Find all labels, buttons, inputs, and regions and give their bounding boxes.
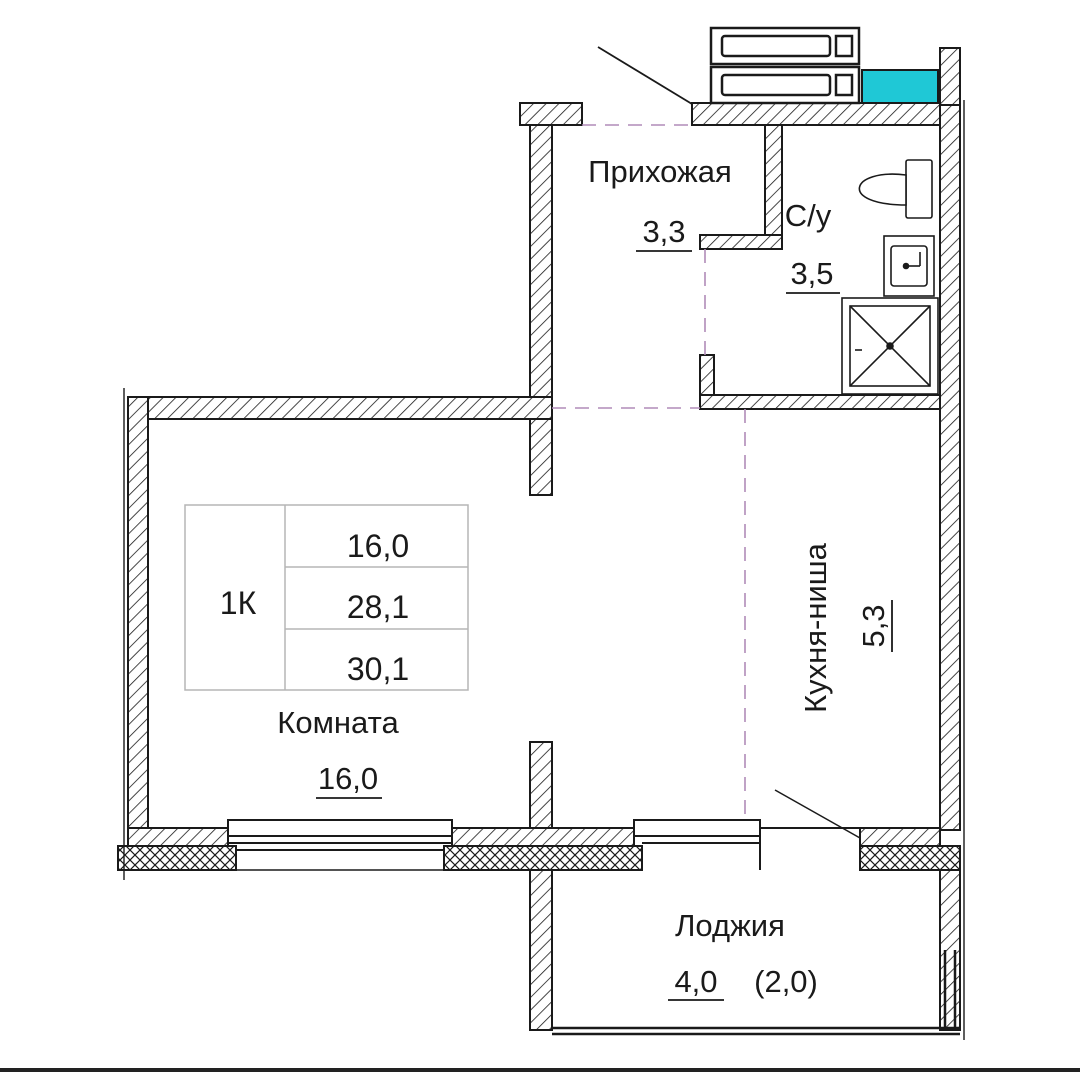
top-right-post <box>939 47 961 106</box>
hallway-area: 3,3 <box>642 214 685 249</box>
loggia-name: Лоджия <box>675 908 785 943</box>
area-summary-table <box>184 504 469 691</box>
radiator-accent <box>861 69 939 104</box>
toilet-icon <box>858 159 933 219</box>
entry-door-swing <box>597 46 693 105</box>
kitchen-area: 5,3 <box>856 604 891 647</box>
zone-boundaries <box>552 124 746 820</box>
room-name: Комната <box>277 705 399 740</box>
room-area: 16,0 <box>318 761 378 796</box>
top-cabinets <box>709 26 861 105</box>
outer-rules <box>118 100 965 1040</box>
loggia-glazing <box>552 950 960 1036</box>
door-swing <box>774 789 861 839</box>
apartment-type: 1К <box>220 585 257 621</box>
bottom-rule <box>0 1068 1080 1072</box>
bathroom-area: 3,5 <box>790 256 833 291</box>
shower-icon <box>841 297 939 395</box>
kitchen-name: Кухня-ниша <box>798 542 833 713</box>
hallway-name: Прихожая <box>588 154 732 189</box>
bathroom-name: С/у <box>785 198 832 233</box>
total-area-value: 28,1 <box>347 589 409 625</box>
living-area-value: 16,0 <box>347 528 409 564</box>
sink-icon <box>883 235 935 297</box>
window-openings <box>227 819 860 870</box>
insulation <box>117 845 961 871</box>
loggia-area-reduced: (2,0) <box>754 964 818 999</box>
total-with-loggia-value: 30,1 <box>347 651 409 687</box>
loggia-area: 4,0 <box>674 964 717 999</box>
walls <box>127 102 961 1031</box>
